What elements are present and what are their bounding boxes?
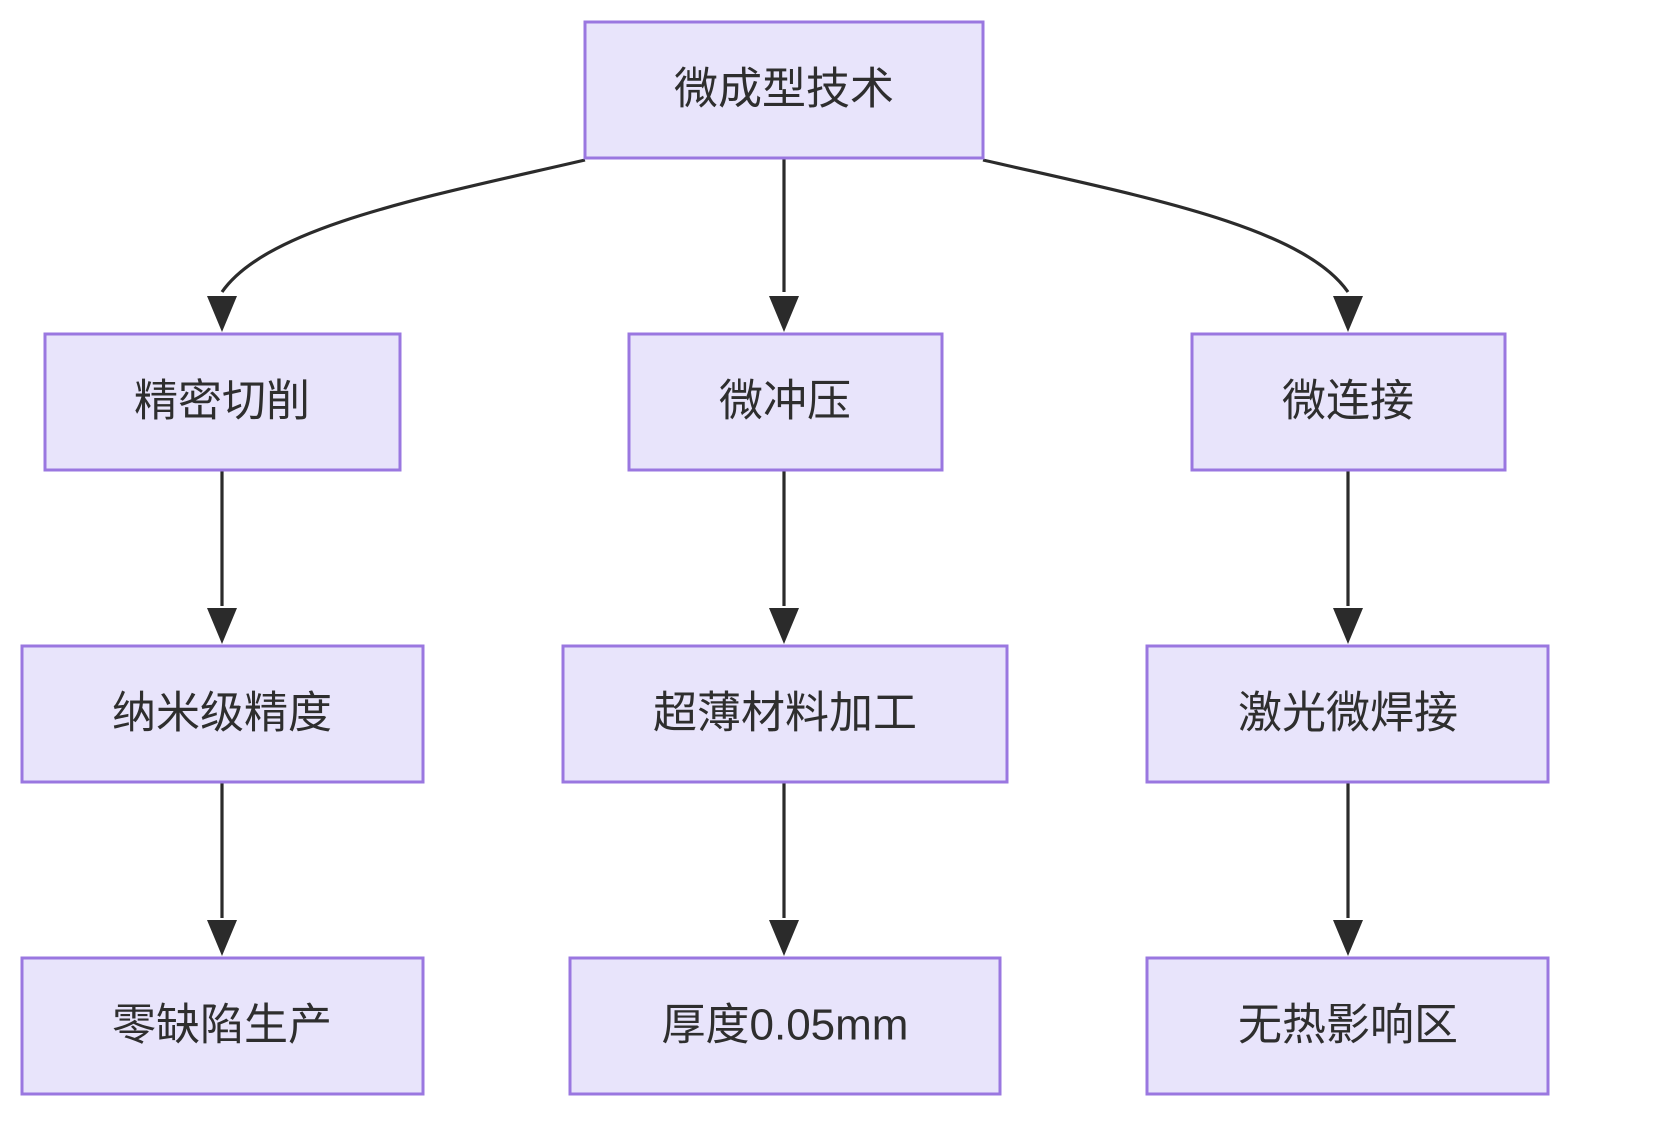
node-thickness-spec[interactable]: 厚度0.05mm — [568, 956, 1002, 1096]
arrowhead-icon — [207, 296, 237, 332]
node-box[interactable] — [1145, 644, 1550, 784]
node-label: 激光微焊接 — [1238, 689, 1458, 738]
node-precision-cutting[interactable]: 精密切削 — [43, 332, 402, 472]
edge-precision-cutting-to-nano-precision — [207, 470, 237, 644]
arrowhead-icon — [207, 608, 237, 644]
node-box[interactable] — [583, 20, 985, 160]
node-label: 无热影响区 — [1238, 1001, 1458, 1050]
node-label: 纳米级精度 — [112, 689, 332, 738]
node-box[interactable] — [627, 332, 944, 472]
arrowhead-icon — [769, 608, 799, 644]
edge-micro-joining-to-laser-welding — [1333, 470, 1363, 644]
node-box[interactable] — [568, 956, 1002, 1096]
node-label: 精密切削 — [134, 377, 310, 426]
node-label: 微连接 — [1282, 377, 1414, 426]
node-box[interactable] — [1190, 332, 1507, 472]
node-micro-stamping[interactable]: 微冲压 — [627, 332, 944, 472]
node-label: 零缺陷生产 — [112, 1001, 332, 1050]
edge-laser-welding-to-no-haz — [1333, 782, 1363, 956]
node-box[interactable] — [20, 956, 425, 1096]
node-nano-precision[interactable]: 纳米级精度 — [20, 644, 425, 784]
edge-root-to-micro-joining — [982, 158, 1363, 332]
edge-layer — [207, 158, 1363, 956]
node-label: 微成型技术 — [674, 65, 894, 114]
node-root[interactable]: 微成型技术 — [583, 20, 985, 160]
node-layer: 微成型技术 精密切削 纳米级精度 零缺陷生产 微冲压 超薄 — [20, 20, 1550, 1096]
edge-micro-stamping-to-ultra-thin — [769, 470, 799, 644]
node-label: 厚度0.05mm — [662, 1001, 909, 1050]
node-box[interactable] — [20, 644, 425, 784]
node-box[interactable] — [43, 332, 402, 472]
node-label: 超薄材料加工 — [653, 689, 917, 738]
edge-root-to-micro-stamping — [769, 158, 799, 332]
node-zero-defect-production[interactable]: 零缺陷生产 — [20, 956, 425, 1096]
node-no-heat-affected-zone[interactable]: 无热影响区 — [1145, 956, 1550, 1096]
edge-root-to-precision-cutting — [207, 158, 586, 332]
node-ultra-thin-material-processing[interactable]: 超薄材料加工 — [561, 644, 1009, 784]
arrowhead-icon — [1333, 920, 1363, 956]
edge-ultra-thin-to-thickness — [769, 782, 799, 956]
arrowhead-icon — [769, 296, 799, 332]
node-box[interactable] — [561, 644, 1009, 784]
edge-line — [220, 158, 586, 293]
arrowhead-icon — [207, 920, 237, 956]
node-laser-micro-welding[interactable]: 激光微焊接 — [1145, 644, 1550, 784]
node-box[interactable] — [1145, 956, 1550, 1096]
edge-line — [982, 158, 1350, 293]
edge-nano-precision-to-zero-defect — [207, 782, 237, 956]
node-label: 微冲压 — [719, 377, 851, 426]
arrowhead-icon — [1333, 296, 1363, 332]
arrowhead-icon — [769, 920, 799, 956]
node-micro-joining[interactable]: 微连接 — [1190, 332, 1507, 472]
arrowhead-icon — [1333, 608, 1363, 644]
